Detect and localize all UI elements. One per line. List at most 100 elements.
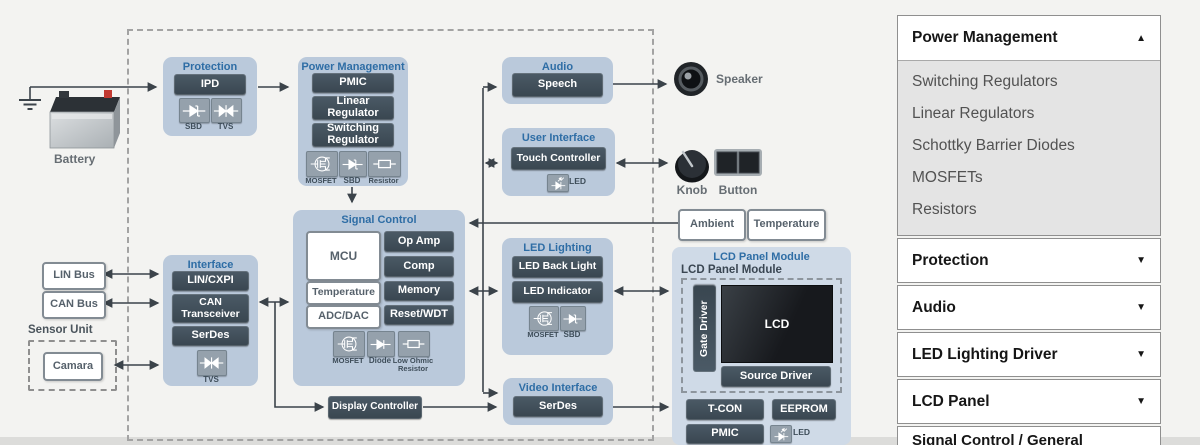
- sidebar-section-header-audio[interactable]: Audio ▼: [898, 286, 1160, 329]
- temperature-box[interactable]: Temperature: [747, 209, 826, 241]
- section-label: Power Management: [912, 29, 1058, 46]
- ambient-box[interactable]: Ambient: [678, 209, 746, 241]
- tvs-icon-label: TVS: [217, 122, 234, 131]
- led-icon: [547, 174, 569, 192]
- mosfet-icon: [306, 151, 338, 177]
- pmic-chip[interactable]: PMIC: [686, 424, 764, 444]
- lcd-panel-module-inner-label: LCD Panel Module: [681, 264, 782, 276]
- can-bus-box[interactable]: CAN Bus: [42, 291, 106, 319]
- sidebar-section-header-signal-control-general-purpose[interactable]: Signal Control / General Purpose ▼: [898, 427, 1160, 445]
- sidebar-section-header-lcd-panel[interactable]: LCD Panel ▼: [898, 380, 1160, 423]
- user-interface-title: User Interface: [521, 132, 596, 144]
- mcu-box[interactable]: MCU: [306, 231, 381, 281]
- signal-control-title: Signal Control: [341, 214, 417, 226]
- sbd-icon: [179, 98, 210, 123]
- memory-chip[interactable]: Memory: [384, 281, 454, 301]
- diode-icon-label: Diode: [368, 356, 392, 365]
- lin-bus-box[interactable]: LIN Bus: [42, 262, 106, 290]
- lcd-panel-module-group: LCD Panel Module LCD Panel Module Gate D…: [672, 247, 851, 445]
- system-dashed-boundary: [127, 29, 654, 441]
- lcd-panel-module-title: LCD Panel Module: [713, 251, 810, 263]
- speech-chip[interactable]: Speech: [512, 73, 603, 97]
- section-label: LED Lighting Driver: [912, 345, 1058, 363]
- linear-regulator-chip[interactable]: Linear Regulator: [312, 96, 394, 120]
- ground-icon: [19, 99, 41, 110]
- sidebar-section-header-led-lighting-driver[interactable]: LED Lighting Driver ▼: [898, 333, 1160, 376]
- op-amp-chip[interactable]: Op Amp: [384, 231, 454, 252]
- diode-icon: [367, 331, 395, 357]
- display-controller-chip[interactable]: Display Controller: [328, 396, 422, 419]
- interface-group: Interface LIN/CXPI CAN Transceiver SerDe…: [163, 255, 258, 386]
- sidebar-item-switching-regulators[interactable]: Switching Regulators: [912, 73, 1058, 90]
- sidebar-section-audio: Audio ▼: [897, 285, 1161, 330]
- chevron-down-icon: ▼: [1136, 255, 1146, 266]
- chevron-down-icon: ▼: [1136, 443, 1146, 445]
- battery-label: Battery: [54, 152, 96, 166]
- resistor-icon-label: Resistor: [368, 176, 399, 185]
- protection-group: Protection IPD SBD TVS: [163, 57, 257, 136]
- sbd-icon: [560, 306, 586, 331]
- gate-driver-chip[interactable]: Gate Driver: [693, 285, 716, 372]
- led-lighting-title: LED Lighting: [523, 242, 592, 254]
- interface-title: Interface: [187, 259, 234, 271]
- eeprom-chip[interactable]: EEPROM: [772, 399, 836, 420]
- t-con-chip[interactable]: T-CON: [686, 399, 764, 420]
- can-transceiver-chip[interactable]: CAN Transceiver: [172, 294, 249, 323]
- sidebar-section-signal-control-general-purpose: Signal Control / General Purpose ▼: [897, 426, 1161, 445]
- speaker-label: Speaker: [716, 72, 763, 86]
- sidebar-section-header-power-management[interactable]: Power Management ▲: [898, 16, 1160, 60]
- tvs-icon: [197, 350, 227, 376]
- battery-icon: [49, 90, 120, 149]
- section-label: Protection: [912, 251, 989, 269]
- video-interface-group: Video Interface SerDes: [503, 378, 613, 425]
- led-lighting-group: LED Lighting LED Back Light LED Indicato…: [502, 238, 613, 355]
- led-back-light-chip[interactable]: LED Back Light: [512, 256, 603, 278]
- low-ohmic-resistor-icon: [398, 331, 430, 357]
- touch-controller-chip[interactable]: Touch Controller: [511, 147, 606, 170]
- section-label: Audio: [912, 298, 956, 316]
- camara-box[interactable]: Camara: [43, 352, 103, 381]
- knob-icon: [675, 150, 709, 183]
- sidebar-item-linear-regulators[interactable]: Linear Regulators: [912, 105, 1035, 122]
- sidebar-section-lcd-panel: LCD Panel ▼: [897, 379, 1161, 424]
- switching-regulator-chip[interactable]: Switching Regulator: [312, 123, 394, 147]
- protection-title: Protection: [182, 61, 238, 73]
- reset-wdt-chip[interactable]: Reset/WDT: [384, 305, 454, 325]
- mosfet-icon-label: MOSFET: [305, 176, 337, 185]
- lcd-screen[interactable]: LCD: [721, 285, 833, 363]
- low-ohmic-resistor-icon-label: Low Ohmic Resistor: [392, 356, 434, 374]
- ipd-chip[interactable]: IPD: [174, 74, 246, 95]
- resistor-icon: [368, 151, 401, 177]
- signal-control-group: Signal Control MCU Op Amp Comp Temperatu…: [293, 210, 465, 386]
- lin-cxpi-chip[interactable]: LIN/CXPI: [172, 271, 249, 291]
- button-icon: [714, 149, 762, 176]
- tvs-icon-label: TVS: [203, 375, 219, 384]
- audio-title: Audio: [541, 61, 574, 73]
- sidebar-item-resistors[interactable]: Resistors: [912, 201, 977, 218]
- serdes-chip[interactable]: SerDes: [172, 326, 249, 346]
- serdes-chip[interactable]: SerDes: [513, 396, 603, 417]
- led-icon-label: LED: [793, 427, 810, 437]
- pmic-chip[interactable]: PMIC: [312, 73, 394, 93]
- led-indicator-chip[interactable]: LED Indicator: [512, 281, 603, 303]
- sbd-icon-label: SBD: [185, 122, 202, 131]
- comp-chip[interactable]: Comp: [384, 256, 454, 277]
- mosfet-icon-label: MOSFET: [332, 356, 364, 365]
- sidebar-item-mosfets[interactable]: MOSFETs: [912, 169, 983, 186]
- mosfet-icon: [529, 306, 559, 331]
- sidebar-subitem-list: Switching Regulators Linear Regulators S…: [898, 60, 1160, 235]
- sidebar-item-schottky-barrier-diodes[interactable]: Schottky Barrier Diodes: [912, 137, 1075, 154]
- sidebar-section-power-management: Power Management ▲ Switching Regulators …: [897, 15, 1161, 236]
- adc-dac-box[interactable]: ADC/DAC: [306, 305, 381, 329]
- source-driver-chip[interactable]: Source Driver: [721, 366, 831, 387]
- sidebar-section-protection: Protection ▼: [897, 238, 1161, 283]
- power-management-title: Power Management: [301, 61, 405, 73]
- sidebar-section-header-protection[interactable]: Protection ▼: [898, 239, 1160, 282]
- chevron-up-icon: ▲: [1136, 32, 1146, 44]
- sensor-unit-label: Sensor Unit: [28, 324, 93, 336]
- temperature-box[interactable]: Temperature: [306, 281, 381, 305]
- sbd-icon-label: SBD: [563, 330, 581, 339]
- tvs-icon: [211, 98, 242, 123]
- led-icon-label: LED: [569, 176, 586, 186]
